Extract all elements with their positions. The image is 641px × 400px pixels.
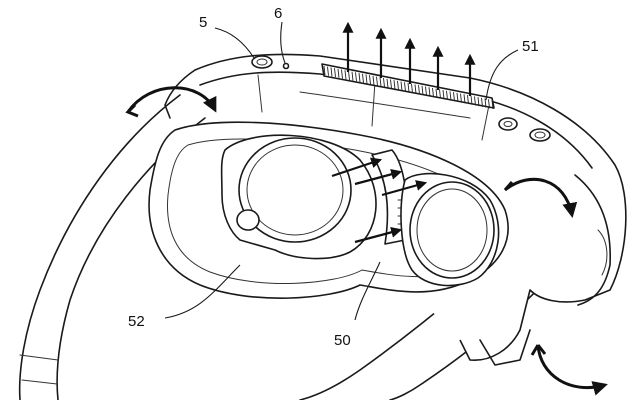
- grille-slot: [397, 80, 399, 90]
- indicator-dot: [282, 62, 290, 70]
- grille-slot: [330, 67, 333, 77]
- grille-slot: [386, 78, 389, 88]
- grille-slot: [467, 94, 469, 105]
- grille-slot: [463, 94, 466, 104]
- grille-slot: [348, 70, 350, 81]
- grille-slot: [327, 66, 329, 76]
- grille-slot: [428, 87, 431, 97]
- grille-slot: [365, 74, 368, 84]
- grille-slot: [404, 82, 406, 92]
- grille-slot: [481, 97, 483, 107]
- grille-slot: [407, 82, 410, 93]
- right-lens: [400, 172, 500, 287]
- grille-slot: [358, 73, 361, 83]
- reference-labels: 5 6 51 52 50: [128, 5, 539, 349]
- grille-slot: [421, 85, 424, 95]
- grille-slot: [453, 92, 455, 102]
- grille-slot: [351, 71, 354, 81]
- grille-slot: [355, 72, 357, 82]
- label-50: 50: [334, 332, 351, 349]
- grille-slot: [439, 89, 441, 99]
- label-52: 52: [128, 313, 145, 330]
- grille-slot: [477, 97, 480, 107]
- grille-slot: [456, 92, 459, 102]
- label-5: 5: [199, 14, 207, 31]
- grille-slot: [337, 68, 340, 78]
- grille-slot: [425, 86, 427, 96]
- grille-slot: [369, 75, 371, 85]
- grille-slot: [446, 90, 448, 100]
- button-right-b[interactable]: [529, 128, 551, 142]
- grille-slot: [341, 69, 343, 79]
- grille-slot: [435, 88, 438, 98]
- airflow-arrows-up: [342, 21, 476, 96]
- grille-slot: [449, 91, 452, 101]
- button-right-a[interactable]: [498, 117, 518, 131]
- grille-slot: [484, 98, 487, 108]
- grille-slot: [344, 70, 347, 80]
- grille-slot: [488, 99, 490, 109]
- grille-slot: [323, 65, 326, 76]
- grille-slot: [414, 84, 417, 94]
- speaker-grille: [321, 63, 495, 110]
- grille-slot: [442, 90, 445, 100]
- grille-slot: [400, 81, 403, 91]
- grille-slot: [362, 73, 364, 83]
- grille-slot: [432, 87, 434, 98]
- airflow-arrows-inner: [331, 157, 428, 244]
- grille-slot: [474, 96, 476, 106]
- grille-slot: [390, 79, 392, 89]
- grille-slot: [411, 83, 413, 93]
- rotation-arrows: [125, 86, 608, 396]
- grille-slot: [393, 80, 396, 90]
- grille-slot: [334, 68, 336, 78]
- grille-slot: [460, 93, 462, 103]
- grille-slot: [470, 95, 473, 105]
- leader-lines: [164, 21, 519, 321]
- label-51: 51: [522, 38, 539, 55]
- grille-slot: [379, 77, 382, 87]
- label-6: 6: [274, 5, 282, 22]
- grille-slot: [383, 77, 385, 88]
- grille-slot: [418, 85, 420, 95]
- top-buttons: [251, 55, 551, 142]
- left-lens: [220, 134, 377, 260]
- grille-slot: [376, 76, 378, 86]
- button-left-a[interactable]: [251, 55, 273, 69]
- grille-slot: [372, 75, 375, 85]
- grille-slot: [491, 99, 494, 110]
- left-lens-sensor: [236, 209, 260, 231]
